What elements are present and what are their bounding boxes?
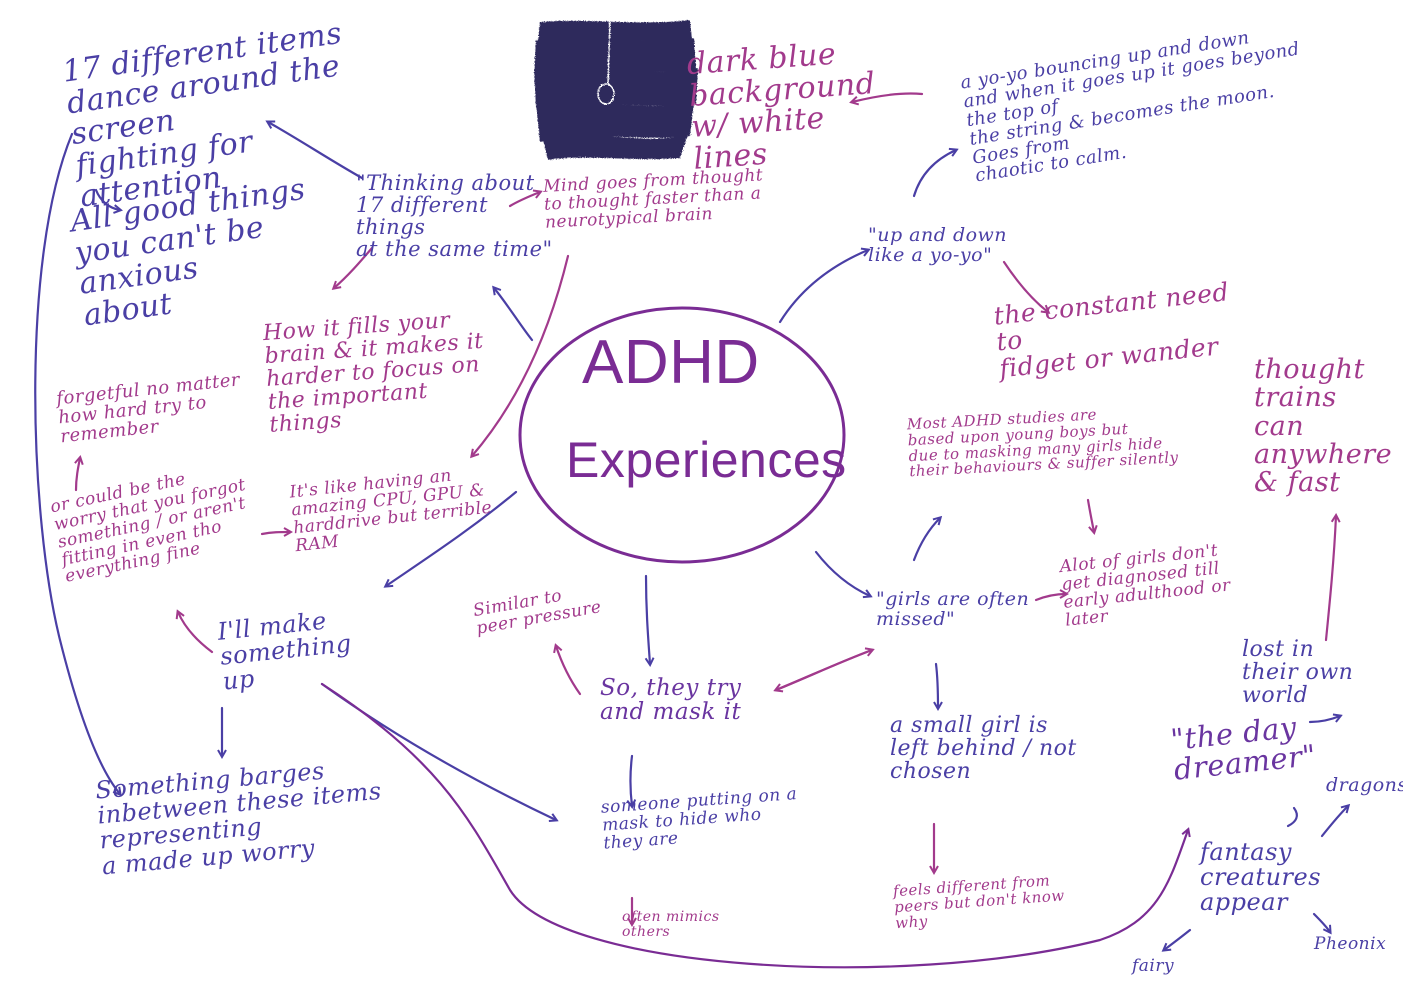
arrow-studies-to-alot [1086, 498, 1094, 532]
arrow-center-to-thinking [494, 288, 534, 342]
connectors [34, 92, 1348, 969]
note-mask-it: So, they try and mask it [600, 675, 742, 726]
arrow-updown-to-fidget [1002, 260, 1048, 312]
note-lost-world: lost in their own world [1242, 637, 1354, 709]
arrow-mask-to-peer [556, 646, 582, 696]
note-thought-trains: thought trains can anywhere & fast [1254, 354, 1393, 499]
arrow-items-to-good [94, 188, 120, 210]
arrow-girls-to-alot [1034, 594, 1066, 602]
center-title-line1: ADHD [582, 328, 760, 397]
note-thinking: "Thinking about 17 different things at t… [356, 171, 553, 262]
note-small-girl: a small girl is left behind / not chosen [890, 713, 1077, 785]
arrow-updown-to-yoyo [912, 150, 956, 198]
arrow-to-thought-trains [1324, 516, 1336, 642]
note-phoenix: Pheonix [1314, 934, 1387, 954]
arrow-center-to-updown [778, 250, 868, 324]
arrow-girls-mask [776, 648, 874, 690]
center-ellipse [518, 306, 846, 564]
arrow-thinking-to-fills [334, 246, 374, 288]
arrow-center-to-girls [814, 550, 870, 596]
arrow-thinking-to-items [268, 122, 364, 180]
arrow-fantasy-to-dragons [1320, 806, 1348, 838]
note-make-up: I'll make something up [216, 606, 353, 697]
arrow-center-to-makeup [386, 490, 518, 586]
arrow-to-cpu [260, 532, 290, 534]
note-dragons: dragons [1326, 774, 1403, 796]
arrow-fantasy-to-phoenix [1312, 912, 1330, 932]
arrow-bottom-arc [320, 682, 1188, 969]
note-often-mimics: often mimics others [622, 909, 720, 940]
note-how-fills: How it fills your brain & it makes it ha… [262, 308, 485, 439]
arrow-girls-to-studies [912, 518, 940, 562]
center-title-line2: Experiences [566, 432, 847, 488]
arrow-forgetful-to-couldbe [76, 458, 80, 492]
arrow-girls-to-smallgirl [936, 662, 938, 708]
dark-blue-swatch [534, 19, 698, 160]
arrow-yoyo-to-darkblue [852, 92, 924, 102]
arrow-couldbe-to-makeup [178, 612, 214, 654]
arrow-dreamer-to-fantasy [1286, 806, 1298, 828]
arrow-mind-to-cpu [472, 254, 570, 456]
note-girls-missed: "girls are often missed" [876, 588, 1030, 630]
note-dark-blue: dark blue background w/ white lines [685, 36, 877, 177]
arrow-fantasy-to-fairy [1164, 928, 1192, 950]
arrow-mask-to-someone [631, 754, 633, 806]
note-fantasy: fantasy creatures appear [1200, 838, 1322, 917]
arrow-dreamer-to-lost [1308, 716, 1340, 724]
arrow-thinking-to-mind [508, 192, 540, 208]
arrow-center-to-mask [646, 574, 650, 664]
arrow-left-arc [34, 132, 120, 794]
note-up-down: "up and down like a yo-yo" [868, 224, 1008, 266]
note-fairy: fairy [1132, 956, 1175, 976]
